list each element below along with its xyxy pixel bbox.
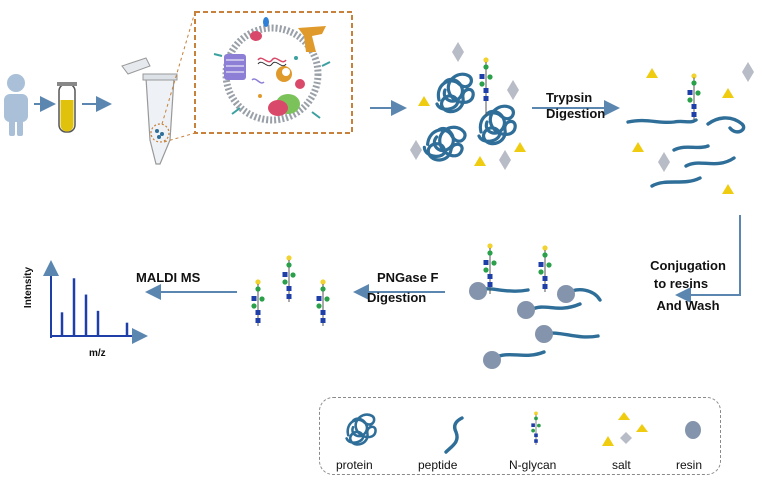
person-icon	[4, 74, 28, 136]
legend	[319, 397, 721, 475]
intensity-axis-label: Intensity	[23, 266, 35, 309]
trypsin-label: Trypsin Digestion	[546, 90, 606, 121]
legend-resin: resin	[676, 458, 703, 472]
test-tube-icon	[57, 82, 77, 133]
maldi-label: MALDI MS	[136, 270, 201, 285]
released-glycans	[250, 254, 331, 327]
eppendorf-tube-icon	[121, 57, 178, 165]
legend-icons	[345, 411, 701, 454]
conjugation-label: Conjugation to resins And Wash	[650, 258, 726, 313]
legend-salt: salt	[612, 458, 631, 472]
digested-peptides	[626, 62, 754, 194]
mz-axis-label: m/z	[89, 348, 106, 359]
legend-nglycan: N-glycan	[509, 458, 557, 472]
legend-protein: protein	[336, 458, 373, 472]
vesicle-inset	[194, 11, 353, 134]
sample-mixture	[410, 42, 526, 170]
legend-peptide: peptide	[418, 458, 458, 472]
resin-bound-peptides	[469, 242, 602, 369]
arrow-5	[675, 215, 741, 303]
pngase-label: PNGase F Digestion	[367, 270, 439, 305]
ms-spectrum	[43, 260, 148, 344]
